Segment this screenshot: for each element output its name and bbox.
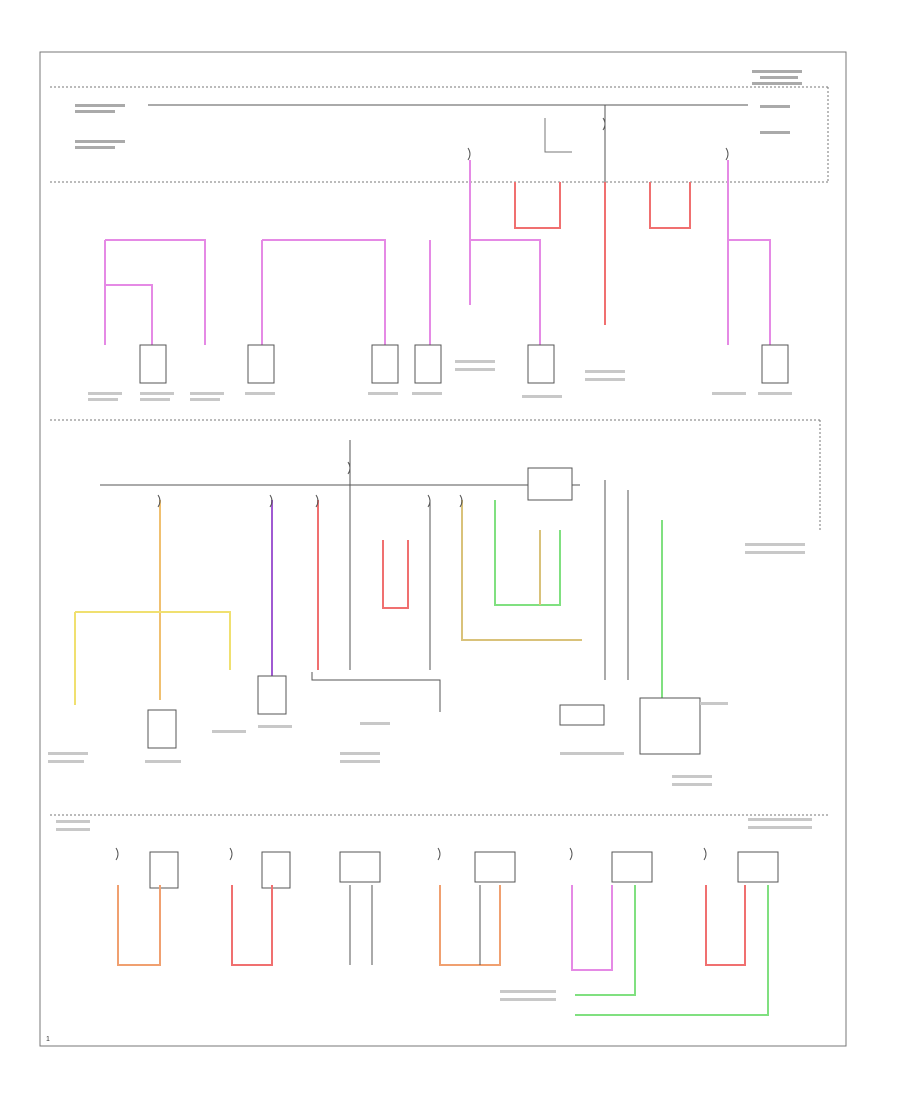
component-box	[761, 344, 789, 384]
component-box	[147, 709, 177, 749]
component-box	[414, 344, 442, 384]
component-box	[247, 344, 275, 384]
upper-left-wires	[104, 239, 431, 345]
ground-bar	[311, 672, 441, 712]
top-bus-section	[50, 86, 830, 183]
component-box	[149, 851, 179, 889]
component-box	[257, 675, 287, 715]
diagram-frame	[39, 51, 847, 1047]
component-box	[559, 704, 605, 726]
relay-box	[527, 467, 573, 501]
middle-harness-wires	[74, 440, 663, 735]
upper-components	[139, 344, 789, 384]
top-right-labels	[75, 70, 802, 149]
relay-box	[639, 697, 701, 755]
component-box	[139, 344, 167, 384]
component-box	[611, 851, 653, 883]
component-box	[261, 851, 291, 889]
lower-components	[149, 851, 779, 889]
label-blocks	[48, 360, 812, 1001]
top-harness-wires	[469, 160, 771, 345]
component-box	[527, 344, 555, 384]
lower-wires	[117, 885, 769, 1016]
middle-components	[147, 467, 701, 755]
component-box	[737, 851, 779, 883]
component-box	[339, 851, 381, 883]
component-box	[474, 851, 516, 883]
fuse-icon	[115, 117, 729, 861]
diagram-id: 1	[46, 1036, 50, 1043]
component-box	[371, 344, 399, 384]
